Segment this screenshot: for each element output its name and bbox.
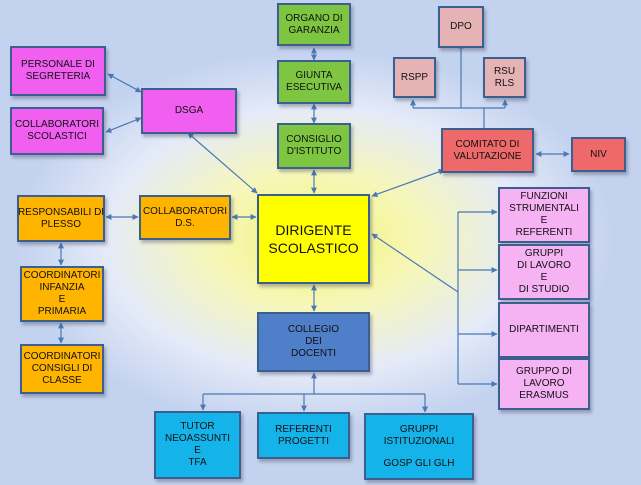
node-gruppo-erasmus: GRUPPO DI LAVORO ERASMUS xyxy=(498,358,590,410)
node-gruppi-istituzionali: GRUPPI ISTITUZIONALI GOSP GLI GLH xyxy=(364,413,474,480)
node-gruppi-lavoro-studio: GRUPPI DI LAVORO E DI STUDIO xyxy=(498,244,590,300)
node-collaboratori-scolastici: COLLABORATORI SCOLASTICI xyxy=(10,107,104,155)
node-tutor-neoassunti: TUTOR NEOASSUNTI E TFA xyxy=(154,411,241,479)
node-referenti-progetti: REFERENTI PROGETTI xyxy=(257,412,350,459)
arrow-dsga-collscol xyxy=(105,117,142,133)
arrow-dirigente-dsga xyxy=(187,132,258,194)
node-personale-segreteria: PERSONALE DI SEGRETERIA xyxy=(10,46,106,96)
node-giunta-esecutiva: GIUNTA ESECUTIVA xyxy=(277,60,351,104)
node-coordinatori-consigli: COORDINATORI CONSIGLI DI CLASSE xyxy=(20,344,104,394)
node-responsabili-plesso: RESPONSABILI DI PLESSO xyxy=(17,195,105,242)
node-dipartimenti: DIPARTIMENTI xyxy=(498,302,590,358)
node-rspp: RSPP xyxy=(393,57,436,98)
node-funzioni-strumentali: FUNZIONI STRUMENTALI E REFERENTI xyxy=(498,187,590,243)
arrow-dsga-segreteria xyxy=(107,73,142,93)
node-dsga: DSGA xyxy=(141,88,237,134)
node-niv: NIV xyxy=(571,137,626,172)
node-organo-di-garanzia: ORGANO DI GARANZIA xyxy=(277,3,351,46)
arrow-dirigente-right xyxy=(371,233,459,293)
node-consiglio-istituto: CONSIGLIO D'ISTITUTO xyxy=(277,123,351,169)
node-comitato-valutazione: COMITATO DI VALUTAZIONE xyxy=(441,128,534,173)
node-rsu-rls: RSU RLS xyxy=(483,57,526,98)
node-coordinatori-infanzia: COORDINATORI INFANZIA E PRIMARIA xyxy=(20,266,104,322)
node-collegio-docenti: COLLEGIO DEI DOCENTI xyxy=(257,312,370,372)
node-dpo: DPO xyxy=(438,6,484,48)
node-collaboratori-ds: COLLABORATORI D.S. xyxy=(139,195,231,240)
node-dirigente-scolastico: DIRIGENTE SCOLASTICO xyxy=(257,194,370,284)
arrow-dirigente-comitato xyxy=(371,169,445,197)
